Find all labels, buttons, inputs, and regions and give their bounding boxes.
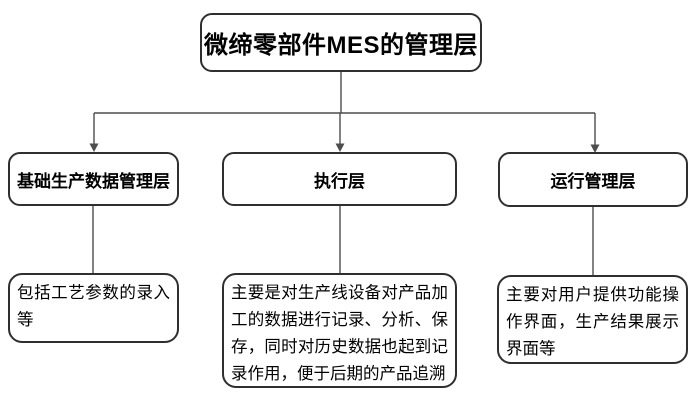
layer-node-operation-management: 运行管理层 (498, 152, 688, 207)
layer-node-label: 运行管理层 (550, 172, 636, 191)
arrowhead-right (590, 144, 600, 153)
layer-node-execution: 执行层 (222, 152, 457, 206)
title-node-label: 微缔零部件MES的管理层 (203, 32, 478, 59)
description-text: 包括工艺参数的录入等 (17, 284, 170, 329)
layer-node-label: 基础生产数据管理层 (17, 171, 170, 191)
description-node-operation-management: 主要对用户提供功能操作界面，生产结果展示界面等 (497, 275, 688, 364)
description-node-execution: 主要是对生产线设备对产品加工的数据进行记录、分析、保存，同时对历史数据也起到记录… (222, 273, 457, 388)
description-text: 主要是对生产线设备对产品加工的数据进行记录、分析、保存，同时对历史数据也起到记录… (231, 284, 448, 383)
description-text: 主要对用户提供功能操作界面，生产结果展示界面等 (506, 286, 679, 358)
description-node-basic-production-data: 包括工艺参数的录入等 (8, 273, 179, 343)
layer-node-basic-production-data: 基础生产数据管理层 (8, 152, 179, 206)
title-node: 微缔零部件MES的管理层 (200, 13, 482, 72)
arrowhead-center (335, 143, 345, 152)
arrowhead-left (89, 143, 99, 152)
layer-node-label: 执行层 (314, 171, 365, 191)
